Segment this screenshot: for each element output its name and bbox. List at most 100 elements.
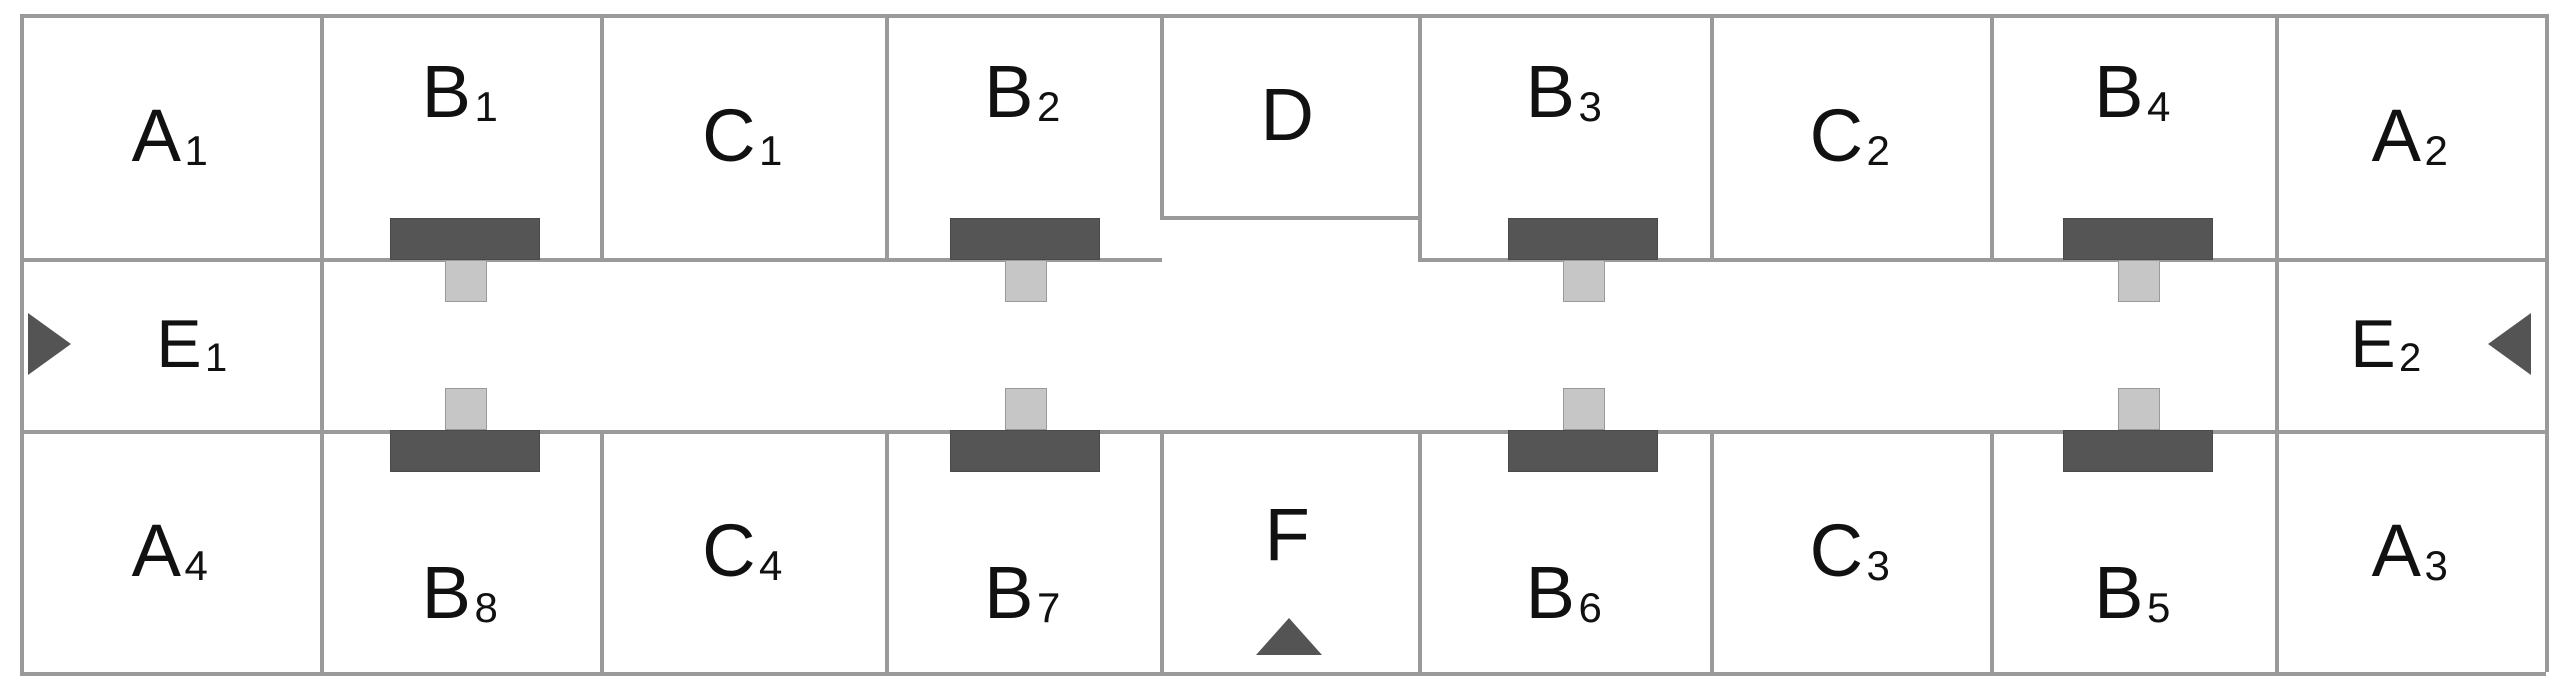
door-b7[interactable] bbox=[950, 388, 1100, 472]
door-b6-stub bbox=[1563, 388, 1605, 430]
room-b6-base: B bbox=[1525, 551, 1576, 634]
door-b4[interactable] bbox=[2063, 218, 2213, 302]
door-b5[interactable] bbox=[2063, 388, 2213, 472]
room-b2-base: B bbox=[984, 50, 1034, 133]
room-a2-sub: 2 bbox=[2424, 127, 2449, 174]
room-e1-base: E bbox=[156, 306, 203, 382]
room-b5-base: B bbox=[2094, 551, 2144, 634]
room-c3-sub: 3 bbox=[1866, 542, 1891, 589]
wall-partition-bottom-1 bbox=[320, 430, 324, 676]
door-b7-slab bbox=[950, 430, 1100, 472]
room-e2-base: E bbox=[2350, 306, 2397, 382]
wall-corridor-top-left bbox=[20, 258, 1162, 262]
wall-corridor-top-right bbox=[1418, 258, 2546, 262]
room-c2-sub: 2 bbox=[1866, 127, 1891, 174]
wall-partition-bottom-6 bbox=[1710, 430, 1714, 676]
door-b1[interactable] bbox=[390, 218, 540, 302]
wall-partition-bottom-2 bbox=[600, 430, 604, 676]
room-a4-base: A bbox=[131, 509, 182, 592]
wall-outer-right bbox=[2545, 14, 2549, 672]
room-b1-sub: 1 bbox=[474, 83, 499, 130]
room-c3-base: C bbox=[1809, 509, 1864, 592]
door-b6-slab bbox=[1508, 430, 1658, 472]
room-b7-sub: 7 bbox=[1037, 584, 1061, 631]
room-b2-sub: 2 bbox=[1037, 83, 1061, 130]
triangle-right-icon bbox=[28, 313, 71, 375]
wall-partition-top-5 bbox=[1418, 14, 1422, 262]
wall-outer-bottom bbox=[20, 672, 2546, 676]
room-d[interactable]: D bbox=[1160, 14, 1418, 216]
room-a1-sub: 1 bbox=[184, 127, 209, 174]
wall-partition-bottom-7 bbox=[1990, 430, 1994, 676]
wall-partition-bottom-4 bbox=[1160, 430, 1164, 676]
wall-partition-bottom-3 bbox=[885, 430, 889, 676]
wall-partition-corridor-left bbox=[320, 258, 324, 434]
wall-partition-bottom-5 bbox=[1418, 430, 1422, 676]
wall-partition-top-3 bbox=[885, 14, 889, 262]
door-b2-stub bbox=[1005, 260, 1047, 302]
triangle-left-icon bbox=[2488, 313, 2531, 375]
door-b1-slab bbox=[390, 218, 540, 260]
wall-partition-top-1 bbox=[320, 14, 324, 262]
wall-partition-top-6 bbox=[1710, 14, 1714, 262]
door-b3[interactable] bbox=[1508, 218, 1658, 302]
room-c1-sub: 1 bbox=[759, 127, 783, 174]
wall-room-d-bottom bbox=[1160, 216, 1420, 220]
triangle-up-icon bbox=[1256, 618, 1322, 655]
room-c4-sub: 4 bbox=[759, 542, 783, 589]
door-b5-slab bbox=[2063, 430, 2213, 472]
wall-partition-top-7 bbox=[1990, 14, 1994, 262]
room-f[interactable]: F bbox=[1160, 430, 1418, 672]
room-b5-sub: 5 bbox=[2147, 584, 2171, 631]
room-b4-sub: 4 bbox=[2147, 83, 2171, 130]
wall-outer-left bbox=[20, 14, 24, 672]
wall-outer-top bbox=[20, 14, 2546, 18]
room-c4-base: C bbox=[702, 509, 757, 592]
room-f-base: F bbox=[1264, 493, 1311, 576]
room-b8-base: B bbox=[421, 551, 472, 634]
door-b6[interactable] bbox=[1508, 388, 1658, 472]
wall-partition-top-8 bbox=[2275, 14, 2279, 262]
door-b2[interactable] bbox=[950, 218, 1100, 302]
door-b8-stub bbox=[445, 388, 487, 430]
room-b4-base: B bbox=[2094, 50, 2144, 133]
room-b1-base: B bbox=[421, 50, 472, 133]
door-b8-slab bbox=[390, 430, 540, 472]
door-b8[interactable] bbox=[390, 388, 540, 472]
room-b7-base: B bbox=[984, 551, 1034, 634]
door-b5-stub bbox=[2118, 388, 2160, 430]
room-e2-sub: 2 bbox=[2399, 336, 2422, 380]
door-b3-stub bbox=[1563, 260, 1605, 302]
room-b3-sub: 3 bbox=[1578, 83, 1603, 130]
room-c1-base: C bbox=[702, 94, 757, 177]
wall-partition-top-2 bbox=[600, 14, 604, 262]
door-b3-slab bbox=[1508, 218, 1658, 260]
door-b4-slab bbox=[2063, 218, 2213, 260]
wall-partition-bottom-8 bbox=[2275, 430, 2279, 676]
door-b1-stub bbox=[445, 260, 487, 302]
room-b8-sub: 8 bbox=[474, 584, 499, 631]
wall-partition-top-4 bbox=[1160, 14, 1164, 220]
room-a2-base: A bbox=[2371, 94, 2422, 177]
wall-corridor-bottom bbox=[20, 430, 2546, 434]
room-a3-sub: 3 bbox=[2424, 542, 2449, 589]
